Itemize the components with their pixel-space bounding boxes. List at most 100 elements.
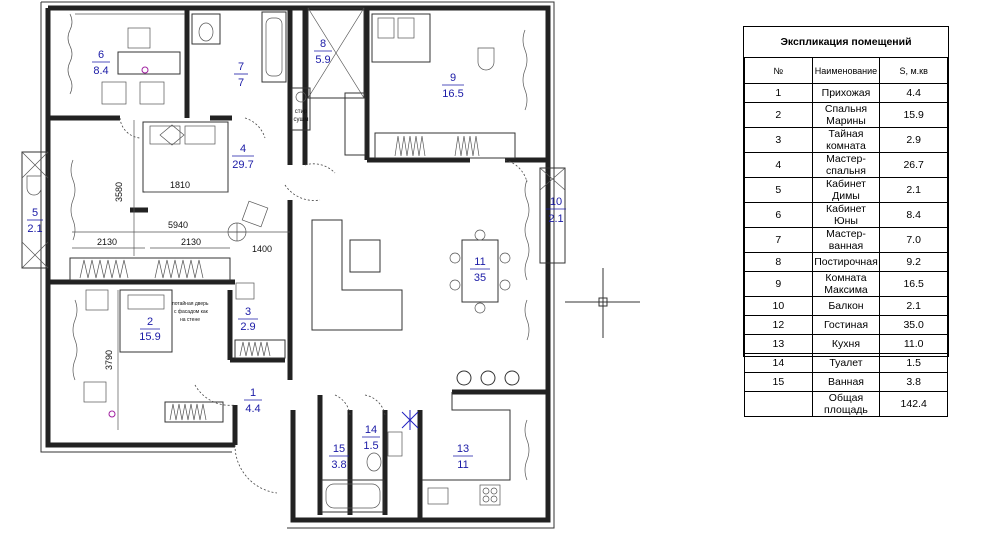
room-area: 2.1 — [548, 213, 563, 225]
legend-cell-num: 2 — [744, 102, 813, 128]
legend-cell-name: Ванная — [811, 372, 881, 392]
room-label-13: 13 11 — [453, 443, 473, 471]
legend-cell-name: Кабинет Юны — [811, 202, 881, 228]
legend-cell-num: 5 — [744, 177, 813, 203]
room-label-2: 2 15.9 — [139, 316, 160, 343]
dimension-lines — [72, 120, 290, 430]
room-number: 15 — [333, 443, 345, 455]
legend-cell-area: 9.2 — [879, 252, 948, 272]
legend-cell-num: 1 — [744, 83, 813, 103]
legend-cell-area: 26.7 — [879, 152, 948, 178]
room-label-1: 1 4.4 — [244, 387, 262, 415]
door-swings — [119, 117, 528, 494]
room-number: 8 — [320, 38, 326, 50]
legend-cell-name: Спальня Марины — [811, 102, 881, 128]
room-area: 11 — [457, 459, 468, 471]
room-label-5: 5 2.1 — [27, 207, 43, 235]
room-number: 10 — [550, 196, 562, 208]
legend-cell-num: 8 — [744, 252, 813, 272]
legend-cell-area: 35.0 — [879, 315, 948, 335]
legend-cell-area: 3.8 — [879, 372, 948, 392]
floor-plan: 3580 1810 5940 2130 2130 1400 3790 стир … — [21, 1, 640, 529]
room-area: 15.9 — [139, 331, 160, 343]
legend-cell-num: 14 — [744, 353, 813, 373]
legend-cell-area: 2.9 — [879, 127, 948, 153]
dryer-label: сушм — [294, 117, 309, 123]
legend-title: Экспликация помещений — [744, 27, 948, 58]
windows — [67, 13, 530, 481]
room-number: 6 — [98, 49, 104, 61]
legend-cell-name: Постирочная — [811, 252, 881, 272]
room-number: 14 — [365, 424, 377, 436]
room-label-9: 9 16.5 — [442, 72, 464, 100]
legend-cell-name: Мастер-ванная — [811, 227, 881, 253]
interior-walls — [48, 8, 548, 520]
room-area: 29.7 — [232, 159, 253, 171]
balcony-10 — [539, 167, 566, 264]
legend-cell-num: 9 — [744, 271, 813, 297]
washer-label: стир — [295, 109, 308, 115]
legend-cell-area: 2.1 — [879, 296, 948, 316]
dim-1400: 1400 — [252, 244, 272, 254]
header-num: № — [744, 57, 813, 84]
total-area: 142.4 — [879, 391, 948, 417]
header-name: Наименование — [811, 57, 881, 84]
room-area: 5.9 — [315, 54, 330, 66]
room-label-10: 10 2.1 — [546, 196, 566, 225]
legend-cell-name: Комната Максима — [811, 271, 881, 297]
room-label-15: 15 3.8 — [329, 443, 349, 471]
dim-3790: 3790 — [104, 350, 114, 370]
room-area: 8.4 — [93, 65, 108, 77]
room-label-14: 14 1.5 — [362, 424, 380, 452]
crosshair-marker — [565, 268, 640, 338]
legend-cell-area: 4.4 — [879, 83, 948, 103]
room-area: 2.9 — [240, 321, 255, 333]
legend-cell-name: Прихожая — [811, 83, 881, 103]
legend-cell-num: 6 — [744, 202, 813, 228]
room-label-3: 3 2.9 — [238, 306, 258, 333]
legend-cell-name: Балкон — [811, 296, 881, 316]
room-legend-table: Экспликация помещений № Наименование S, … — [743, 26, 949, 417]
room-number: 1 — [250, 387, 256, 399]
legend-cell-area: 7.0 — [879, 227, 948, 253]
room-area: 3.8 — [331, 459, 346, 471]
room-area: 2.1 — [27, 223, 42, 235]
legend-cell-num: 10 — [744, 296, 813, 316]
room-area: 7 — [238, 77, 244, 89]
room-label-7: 7 7 — [234, 61, 248, 89]
dim-3580: 3580 — [114, 182, 124, 202]
total-label: Общая площадь — [811, 391, 881, 417]
room-number: 11 — [474, 256, 485, 268]
legend-cell-name: Кухня — [811, 334, 881, 354]
legend-cell-num: 15 — [744, 372, 813, 392]
furniture — [83, 11, 520, 513]
legend-cell-num: 4 — [744, 152, 813, 178]
room-number: 4 — [240, 143, 246, 155]
dim-2130-left: 2130 — [97, 237, 117, 247]
total-num — [744, 391, 813, 417]
legend-cell-num: 12 — [744, 315, 813, 335]
hidden-door-note-3: на стене — [180, 317, 200, 323]
hidden-door-note-1: потайная дверь — [172, 300, 209, 307]
room-number: 2 — [147, 316, 153, 328]
dim-2130-right: 2130 — [181, 237, 201, 247]
legend-cell-name: Кабинет Димы — [811, 177, 881, 203]
room-number: 13 — [457, 443, 469, 455]
hidden-door-note-2: с фасадом как — [174, 309, 209, 315]
legend-cell-area: 8.4 — [879, 202, 948, 228]
legend-cell-num: 3 — [744, 127, 813, 153]
